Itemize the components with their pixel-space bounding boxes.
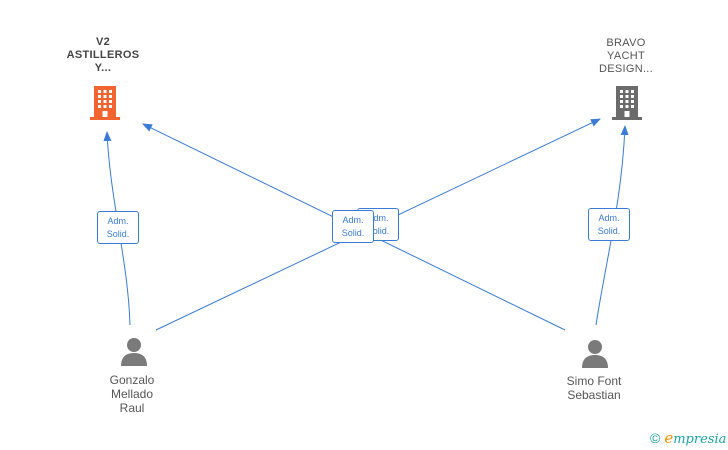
role-line2: Solid. bbox=[597, 226, 621, 236]
role-badge-gonzalo-bravo[interactable]: Adm. Solid. bbox=[332, 210, 374, 243]
role-line1: Adm. bbox=[107, 216, 129, 226]
person-label-gonzalo[interactable]: Gonzalo Mellado Raul bbox=[109, 373, 155, 415]
person-label-simo[interactable]: Simo Font Sebastian bbox=[566, 374, 622, 402]
copyright-symbol: © bbox=[650, 430, 661, 446]
role-line1: Adm. bbox=[367, 213, 389, 223]
building-icon[interactable] bbox=[611, 84, 643, 120]
role-line1: Adm. bbox=[598, 213, 620, 223]
person-icon[interactable] bbox=[119, 336, 149, 366]
building-icon[interactable] bbox=[89, 84, 121, 120]
role-badge-simo-bravo[interactable]: Adm. Solid. bbox=[588, 208, 630, 241]
person-icon[interactable] bbox=[580, 338, 610, 368]
role-badge-gonzalo-v2[interactable]: Adm. Solid. bbox=[97, 211, 139, 244]
role-line2: Solid. bbox=[341, 228, 365, 238]
brand-logo-initial: e bbox=[664, 429, 674, 447]
company-label-v2[interactable]: V2 ASTILLEROS Y... bbox=[66, 36, 140, 74]
brand-logo-text: mpresia bbox=[673, 432, 727, 447]
company-label-bravo[interactable]: BRAVO YACHT DESIGN... bbox=[598, 37, 654, 75]
brand-logo[interactable]: ©empresia bbox=[650, 429, 726, 447]
role-line2: Solid. bbox=[366, 226, 390, 236]
role-line2: Solid. bbox=[106, 229, 130, 239]
role-line1: Adm. bbox=[342, 215, 364, 225]
